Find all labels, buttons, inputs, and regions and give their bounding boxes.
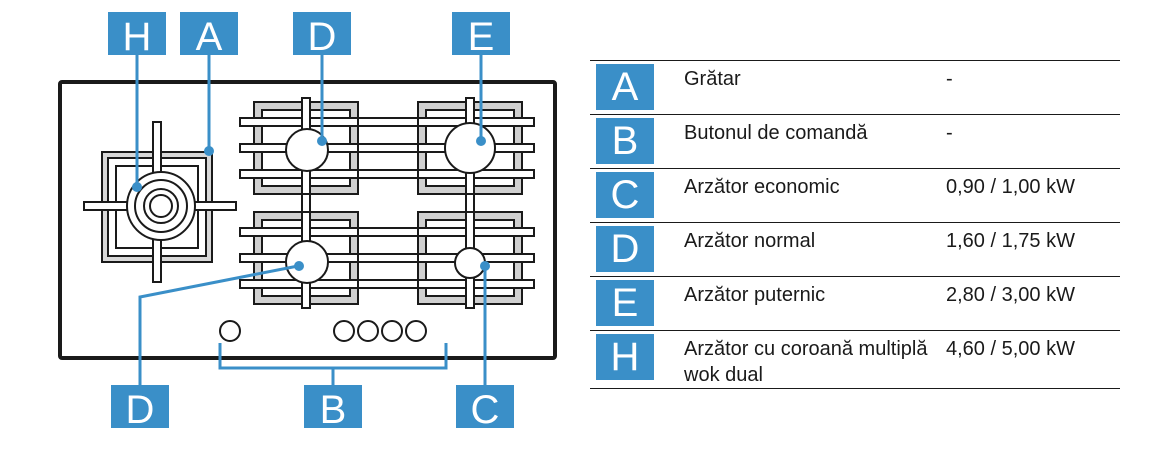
cooktop-outline [58,80,557,360]
grate-bridges [301,117,475,289]
callout-A: A [180,12,238,59]
callout-D-bottom: D [111,385,169,432]
callout-D-top-text: D [308,15,337,59]
leader-dots [132,136,490,271]
legend-name: Arzător economic [684,176,840,198]
callout-C-text: C [471,388,500,432]
economy-burner [454,247,486,279]
legend-name: Arzător normal [684,230,816,252]
normal-burner-bottom [285,240,329,284]
callout-H-text: H [123,15,152,59]
legend-power: 4,60 / 5,00 kW [946,338,1075,360]
legend-badge: B [596,118,654,164]
control-knobs [219,320,427,342]
legend-row-h: H Arzător cu coroană multiplă wok dual 4… [590,330,1120,389]
legend-table: A Grătar - B Butonul de comandă - C Arză… [590,60,1120,389]
legend-power: - [946,68,953,90]
callout-C: C [456,385,514,432]
callout-E: E [452,12,510,59]
legend-name: Grătar [684,68,741,90]
callout-B: B [304,385,362,432]
legend-name: Arzător puternic [684,284,826,306]
legend-row-c: C Arzător economic 0,90 / 1,00 kW [590,168,1120,222]
legend-badge: E [596,280,654,326]
legend-badge: H [596,334,654,380]
legend-power: 2,80 / 3,00 kW [946,284,1075,306]
callout-D-bottom-text: D [126,388,155,432]
legend-power: 1,60 / 1,75 kW [946,230,1075,252]
legend-name: Arzător cu coroană multiplă wok dual [684,338,928,386]
strong-burner [444,122,496,174]
legend-row-a: A Grătar - [590,60,1120,114]
legend-badge: D [596,226,654,272]
legend-power: - [946,122,953,144]
legend-row-b: B Butonul de comandă - [590,114,1120,168]
legend-name: Butonul de comandă [684,122,868,144]
wok-burner [126,171,196,241]
callout-A-text: A [196,15,223,59]
leader-lines [135,55,487,385]
callout-E-text: E [468,15,495,59]
legend-row-d: D Arzător normal 1,60 / 1,75 kW [590,222,1120,276]
hob-diagram: H A D E D B C [58,12,557,432]
legend-row-e: E Arzător puternic 2,80 / 3,00 kW [590,276,1120,330]
legend-badge: C [596,172,654,218]
legend-power: 0,90 / 1,00 kW [946,176,1075,198]
callout-B-text: B [320,388,347,432]
legend-badge: A [596,64,654,110]
callout-D-top: D [293,12,351,59]
callout-H: H [108,12,166,59]
